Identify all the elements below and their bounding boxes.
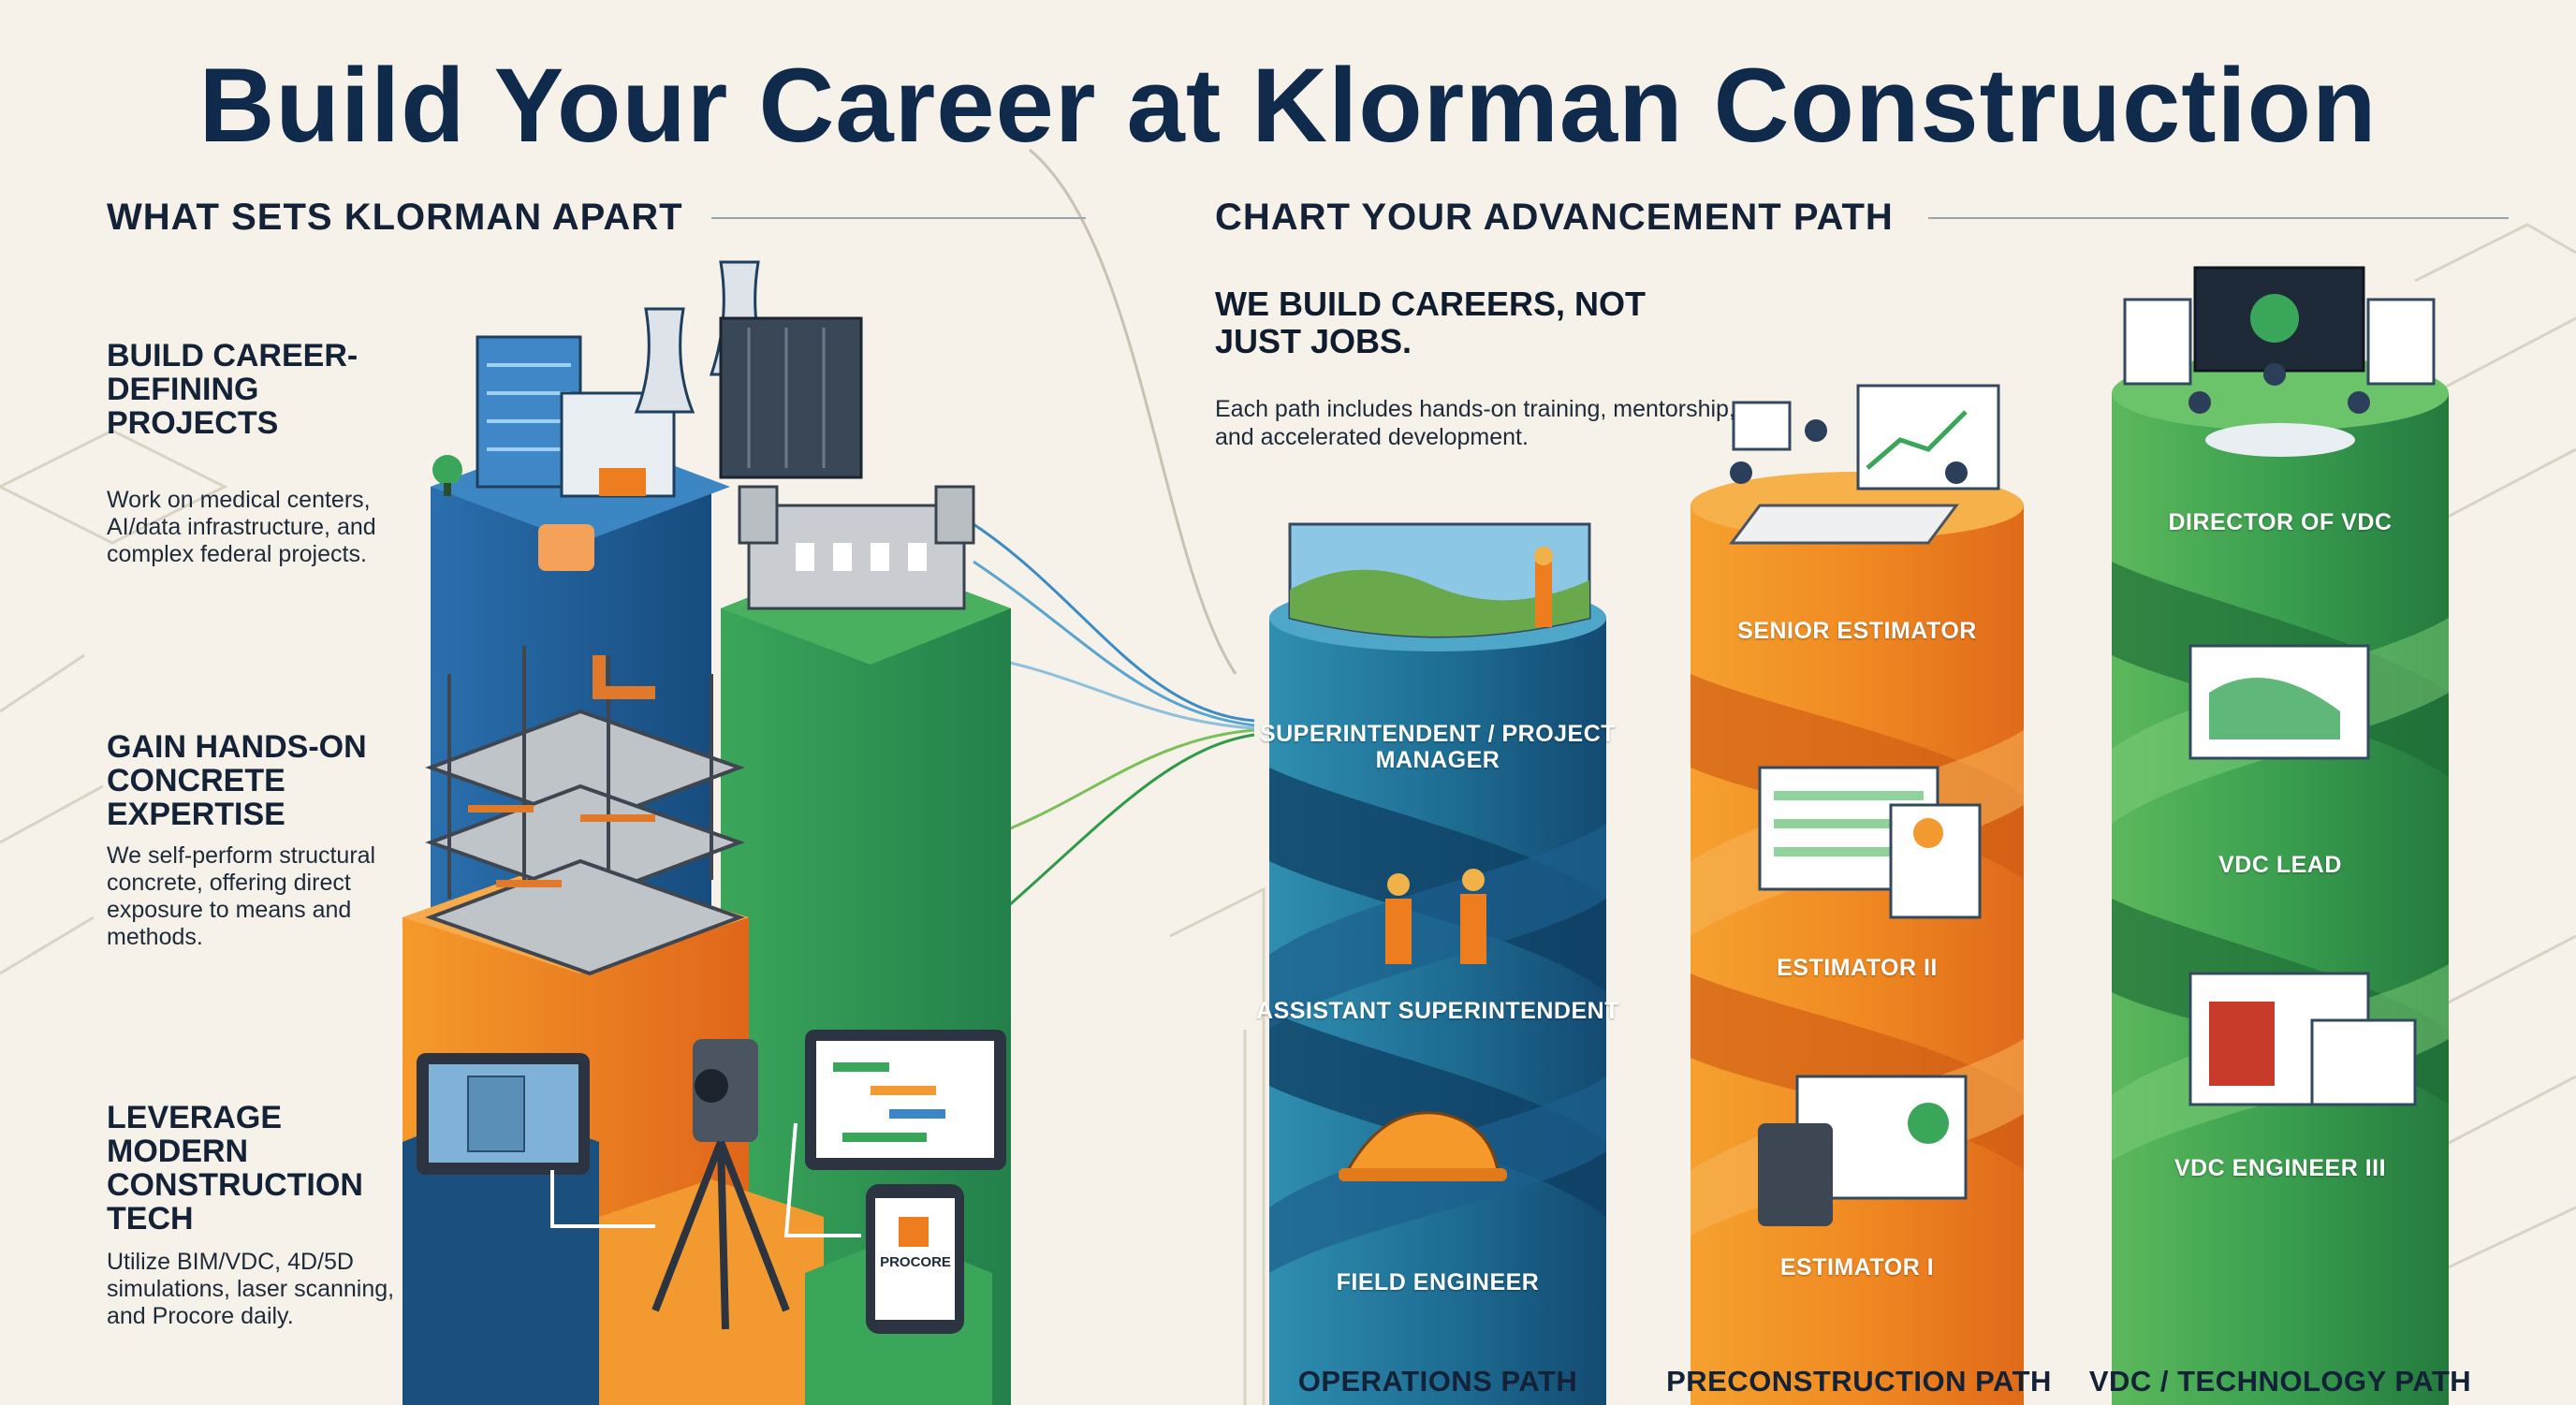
left-heading-rule [711,217,1086,219]
feature-1-title: BUILD CAREER-DEFINING PROJECTS [107,338,359,441]
role-assistant-superintendent: ASSISTANT SUPERINTENDENT [1256,998,1619,1024]
role-estimator-ii: ESTIMATOR II [1777,955,1938,981]
procore-app-label: PROCORE [880,1254,951,1270]
role-field-engineer: FIELD ENGINEER [1336,1269,1540,1295]
preconstruction-path-label: PRECONSTRUCTION PATH [1666,1365,2052,1398]
operations-path-label: OPERATIONS PATH [1297,1365,1578,1398]
tagline: WE BUILD CAREERS, NOT JUST JOBS. [1215,285,1647,360]
role-superintendent-project-manager: SUPERINTENDENT / PROJECT MANAGER [1259,721,1617,773]
feature-3-title: LEVERAGE MODERN CONSTRUCTION TECH [107,1100,363,1237]
feature-2-title: GAIN HANDS-ON CONCRETE EXPERTISE [107,729,367,832]
left-section-heading: WHAT SETS KLORMAN APART [107,197,683,238]
vdc-technology-path-label: VDC / TECHNOLOGY PATH [2088,1365,2472,1398]
right-heading-rule [1928,217,2509,219]
tagline-subtext: Each path includes hands-on training, me… [1215,396,1735,450]
feature-2-body: We self-perform structural concrete, off… [107,842,376,950]
feature-3-body: Utilize BIM/VDC, 4D/5D simulations, lase… [107,1249,395,1329]
role-vdc-lead: VDC LEAD [2218,852,2342,878]
role-senior-estimator: SENIOR ESTIMATOR [1737,618,1977,644]
right-section-heading: CHART YOUR ADVANCEMENT PATH [1215,197,1894,238]
role-estimator-i: ESTIMATOR I [1779,1254,1935,1281]
page-title: Build Your Career at Klorman Constructio… [198,47,2378,164]
feature-1-body: Work on medical centers, AI/data infrast… [107,487,376,567]
role-vdc-engineer-iii: VDC ENGINEER III [2174,1155,2387,1181]
role-director-of-vdc: DIRECTOR OF VDC [2168,509,2393,535]
